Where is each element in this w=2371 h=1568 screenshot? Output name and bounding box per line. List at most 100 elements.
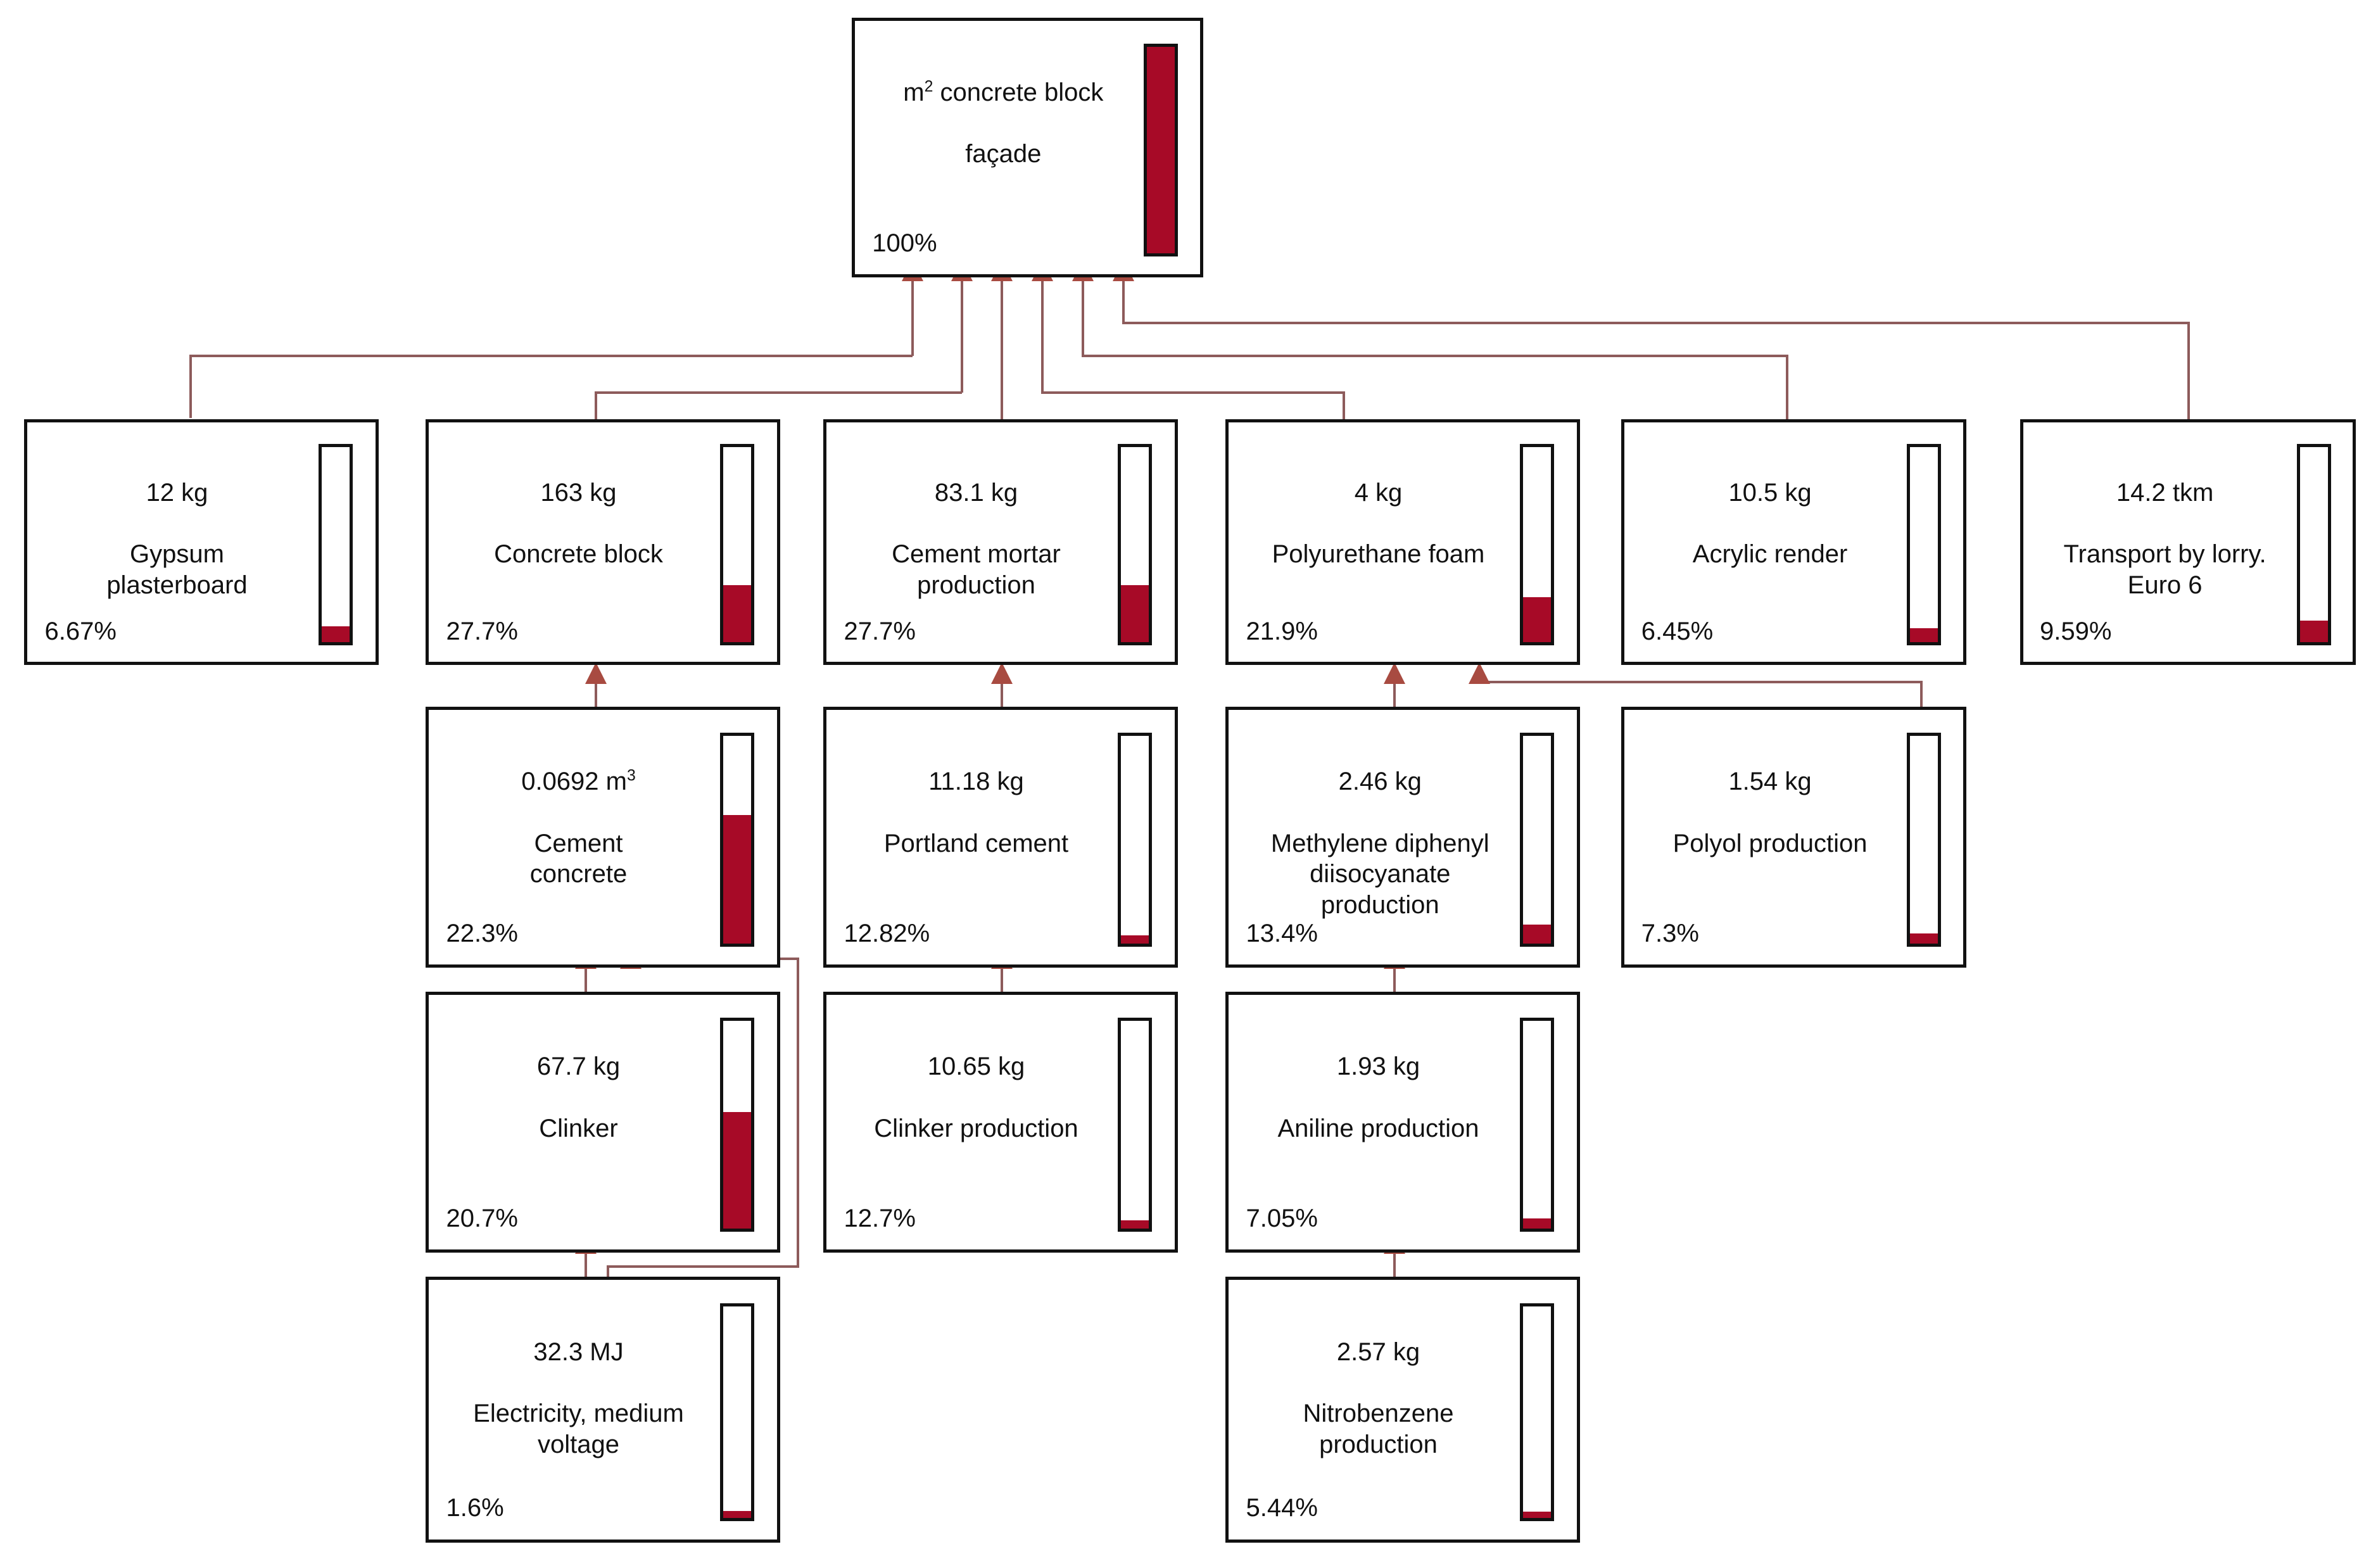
- connector-pufoam-vertical-into-arrow: [1041, 279, 1044, 393]
- node-gypsum-amount: 12 kg: [146, 478, 208, 507]
- thermometer-fill-electricity: [723, 1510, 752, 1519]
- thermometer-mdi: [1520, 733, 1555, 947]
- node-aniline-label: 1.93 kg Aniline production: [1249, 1020, 1507, 1175]
- thermometer-facade: [1143, 44, 1178, 256]
- connector-cementmortar-vertical: [1001, 279, 1003, 419]
- thermometer-fill-acrylic: [1910, 628, 1938, 642]
- node-clinker-pct: 20.7%: [446, 1204, 518, 1232]
- node-cementconcrete-amount-value: 0.0692 m: [521, 767, 627, 795]
- thermometer-clinkerprod: [1118, 1018, 1153, 1232]
- connector-clinker-to-cementconcrete: [585, 968, 587, 992]
- node-portland-cement[interactable]: 11.18 kg Portland cement 12.82%: [823, 707, 1178, 968]
- node-nitrobenzene-amount: 2.57 kg: [1336, 1337, 1420, 1366]
- node-concreteblock-name: Concrete block: [494, 540, 663, 569]
- node-pufoam-label: 4 kg Polyurethane foam: [1249, 446, 1507, 601]
- arrow-mdi-to-pufoam: [1384, 662, 1405, 684]
- thermometer-fill-concreteblock: [723, 585, 752, 642]
- node-nitrobenzene-production[interactable]: 2.57 kg Nitrobenzene production 5.44%: [1225, 1277, 1580, 1543]
- node-nitrobenzene-pct: 5.44%: [1246, 1494, 1318, 1522]
- thermometer-fill-clinkerprod: [1121, 1220, 1149, 1229]
- node-transport-pct: 9.59%: [2040, 617, 2112, 646]
- node-clinker[interactable]: 67.7 kg Clinker 20.7%: [426, 992, 780, 1253]
- connector-polyol-horizontal: [1478, 681, 1923, 683]
- connector-aniline-to-mdi: [1393, 968, 1396, 992]
- node-mdi-name: Methylene diphenyl diisocyanate producti…: [1270, 829, 1489, 920]
- node-electricity-amount: 32.3 MJ: [533, 1337, 624, 1366]
- node-cementconcrete-label: 0.0692 m3 Cement concrete: [450, 735, 707, 921]
- node-transport-lorry[interactable]: 14.2 tkm Transport by lorry. Euro 6 9.59…: [2020, 419, 2356, 665]
- connector-concreteblock-horizontal: [595, 391, 962, 394]
- node-polyurethane-foam[interactable]: 4 kg Polyurethane foam 21.9%: [1225, 419, 1580, 665]
- node-mdi-pct: 13.4%: [1246, 919, 1318, 947]
- node-nitrobenzene-label: 2.57 kg Nitrobenzene production: [1249, 1306, 1507, 1491]
- node-mdi-production[interactable]: 2.46 kg Methylene diphenyl diisocyanate …: [1225, 707, 1580, 968]
- node-acrylic-render[interactable]: 10.5 kg Acrylic render 6.45%: [1621, 419, 1966, 665]
- node-pufoam-name: Polyurethane foam: [1272, 540, 1485, 569]
- node-cement-concrete[interactable]: 0.0692 m3 Cement concrete 22.3%: [426, 707, 780, 968]
- connector-concreteblock-vertical-into-arrow: [961, 279, 963, 393]
- node-cementconcrete-amount: 0.0692 m3: [450, 766, 707, 797]
- connector-transport-horizontal: [1122, 322, 2190, 324]
- connector-acrylic-vertical-into-arrow: [1082, 279, 1084, 357]
- node-aniline-amount: 1.93 kg: [1336, 1052, 1420, 1080]
- thermometer-portland: [1118, 733, 1153, 947]
- node-aniline-production[interactable]: 1.93 kg Aniline production 7.05%: [1225, 992, 1580, 1253]
- thermometer-fill-portland: [1121, 935, 1149, 944]
- node-acrylic-pct: 6.45%: [1641, 617, 1714, 646]
- connector-gypsum-horizontal: [189, 355, 913, 357]
- thermometer-cementmortar: [1118, 444, 1153, 645]
- node-electricity-name: Electricity, medium voltage: [473, 1400, 684, 1459]
- node-polyol-amount: 1.54 kg: [1728, 767, 1812, 795]
- node-electricity-label: 32.3 MJ Electricity, medium voltage: [450, 1306, 707, 1491]
- connector-concreteblock-vertical-up: [595, 391, 597, 419]
- superscript-2: 2: [924, 78, 933, 96]
- connector-pufoam-horizontal: [1041, 391, 1345, 394]
- node-concrete-block[interactable]: 163 kg Concrete block 27.7%: [426, 419, 780, 665]
- node-electricity-medium-voltage[interactable]: 32.3 MJ Electricity, medium voltage 1.6%: [426, 1277, 780, 1543]
- node-polyol-name: Polyol production: [1672, 829, 1868, 857]
- node-concreteblock-amount: 163 kg: [540, 478, 617, 507]
- arrow-portland-to-cementmortar: [991, 662, 1013, 684]
- node-facade[interactable]: m2 concrete block façade 100%: [852, 18, 1203, 277]
- node-transport-amount: 14.2 tkm: [2116, 478, 2214, 507]
- node-facade-amount: m2 concrete block: [903, 78, 1104, 106]
- node-gypsum-pct: 6.67%: [44, 617, 117, 646]
- connector-transport-vertical-up: [2187, 322, 2190, 419]
- node-clinkerprod-amount: 10.65 kg: [927, 1052, 1025, 1080]
- connector-mdi-to-pufoam: [1393, 683, 1396, 707]
- node-cementmortar-amount: 83.1 kg: [934, 478, 1018, 507]
- node-acrylic-label: 10.5 kg Acrylic render: [1645, 446, 1895, 601]
- node-nitrobenzene-name: Nitrobenzene production: [1303, 1400, 1454, 1459]
- node-transport-label: 14.2 tkm Transport by lorry. Euro 6: [2043, 446, 2287, 632]
- node-facade-pct: 100%: [872, 229, 937, 257]
- thermometer-electricity: [720, 1303, 755, 1522]
- node-gypsum-plasterboard[interactable]: 12 kg Gypsum plasterboard 6.67%: [24, 419, 379, 665]
- node-concreteblock-pct: 27.7%: [446, 617, 518, 646]
- node-pufoam-pct: 21.9%: [1246, 617, 1318, 646]
- connector-cementconcrete-to-concreteblock: [595, 683, 597, 707]
- node-cement-mortar-production[interactable]: 83.1 kg Cement mortar production 27.7%: [823, 419, 1178, 665]
- connector-pufoam-vertical-up: [1343, 391, 1345, 419]
- thermometer-nitrobenzene: [1520, 1303, 1555, 1522]
- node-portland-pct: 12.82%: [844, 919, 930, 947]
- thermometer-concreteblock: [720, 444, 755, 645]
- node-cementmortar-label: 83.1 kg Cement mortar production: [847, 446, 1105, 632]
- thermometer-fill-transport: [2300, 620, 2329, 642]
- node-aniline-name: Aniline production: [1277, 1114, 1479, 1142]
- node-polyol-production[interactable]: 1.54 kg Polyol production 7.3%: [1621, 707, 1966, 968]
- thermometer-fill-gypsum: [322, 626, 350, 642]
- node-clinker-name: Clinker: [539, 1114, 618, 1142]
- node-clinker-production[interactable]: 10.65 kg Clinker production 12.7%: [823, 992, 1178, 1253]
- node-cementmortar-name: Cement mortar production: [892, 540, 1061, 599]
- connector-clinkerprod-to-portland: [1001, 968, 1003, 992]
- node-portland-label: 11.18 kg Portland cement: [847, 735, 1105, 890]
- node-portland-name: Portland cement: [883, 829, 1069, 857]
- node-mdi-amount: 2.46 kg: [1338, 767, 1422, 795]
- node-acrylic-name: Acrylic render: [1692, 540, 1848, 569]
- node-facade-label: m2 concrete block façade: [876, 46, 1131, 201]
- thermometer-fill-polyol: [1910, 933, 1938, 944]
- connector-acrylic-vertical-up: [1786, 355, 1788, 419]
- thermometer-acrylic: [1907, 444, 1942, 645]
- node-clinker-label: 67.7 kg Clinker: [450, 1020, 707, 1175]
